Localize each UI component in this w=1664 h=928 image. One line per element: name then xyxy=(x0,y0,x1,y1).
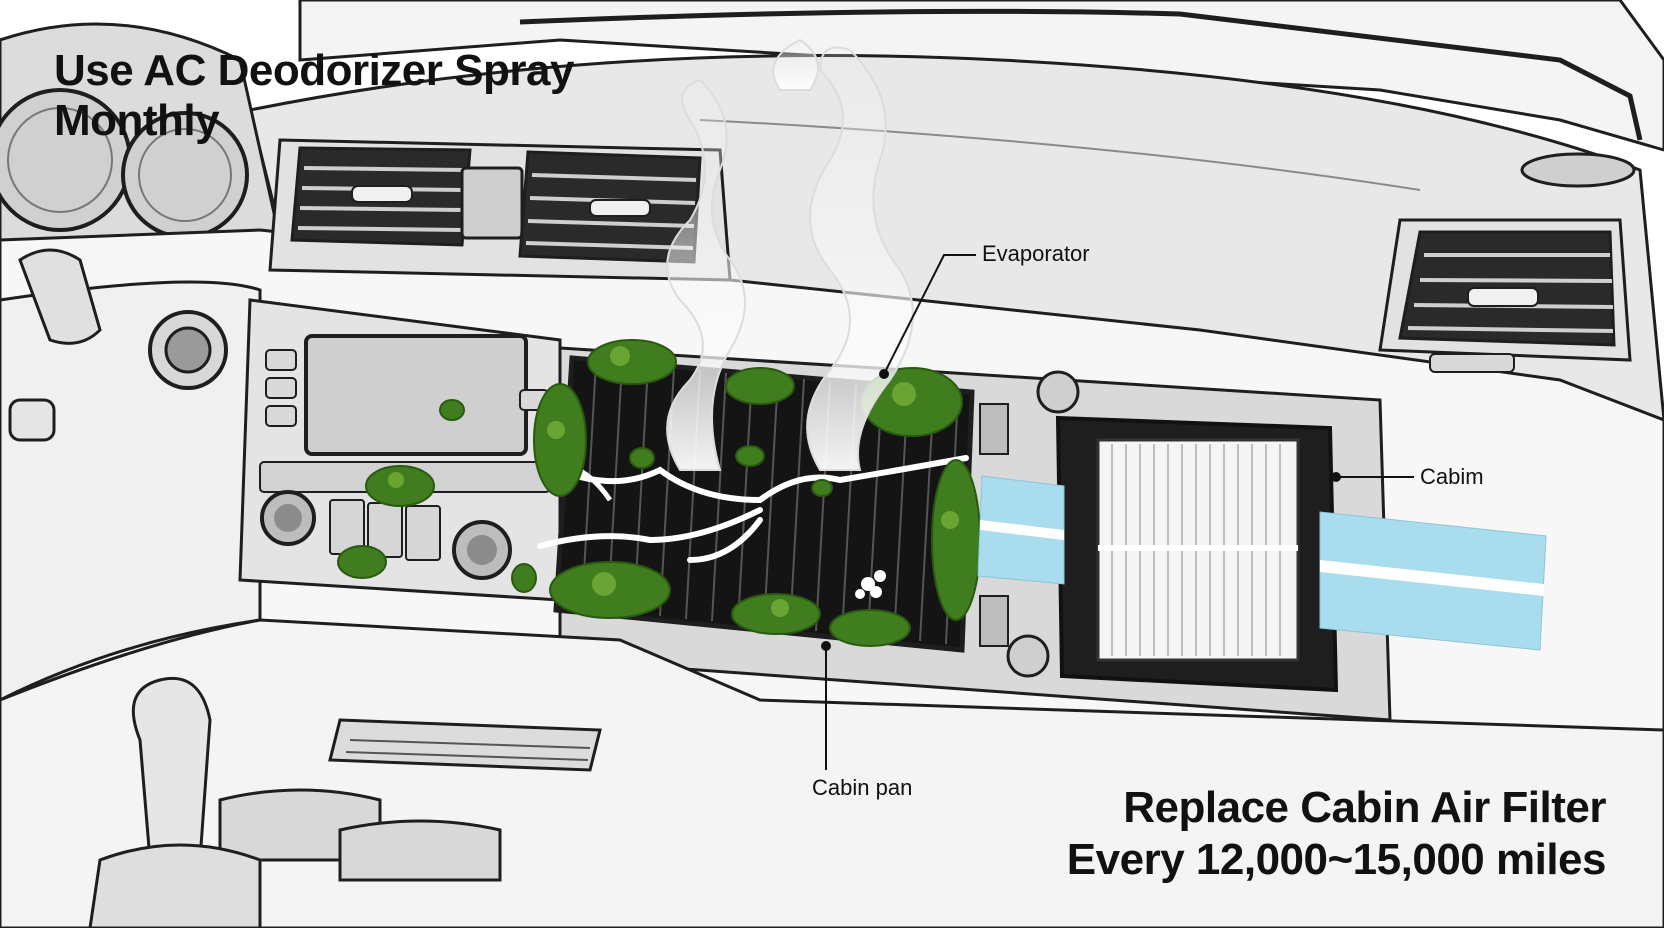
mold-spore-icon xyxy=(855,570,886,599)
instrument-cluster xyxy=(0,22,282,252)
title-replace-cabin-filter-line1: Replace Cabin Air Filter xyxy=(1123,783,1606,832)
lower-console xyxy=(0,618,1664,928)
odor-vapor-icon xyxy=(666,38,914,471)
airflow-band-highlight xyxy=(980,520,1544,596)
callout-drain-pan: Cabin pan xyxy=(812,775,913,800)
title-replace-cabin-filter: Replace Cabin Air Filter Every 12,000~15… xyxy=(886,782,1607,886)
title-replace-cabin-filter-line2: Every 12,000~15,000 miles xyxy=(1066,835,1607,884)
callout-cabin-filter: Cabim xyxy=(1420,464,1484,489)
callout-evaporator: Evaporator xyxy=(982,241,1090,266)
callout-leaders xyxy=(825,254,1414,770)
center-air-vents xyxy=(268,138,732,282)
cabin-air-filter xyxy=(1055,415,1339,693)
title-use-ac-deodorizer: Use AC Deodorizer Spray Monthly xyxy=(54,46,574,145)
mold-highlights xyxy=(388,346,959,617)
callout-markers xyxy=(821,369,1341,651)
passenger-air-vent xyxy=(1378,152,1636,373)
center-console-unit xyxy=(238,298,562,602)
